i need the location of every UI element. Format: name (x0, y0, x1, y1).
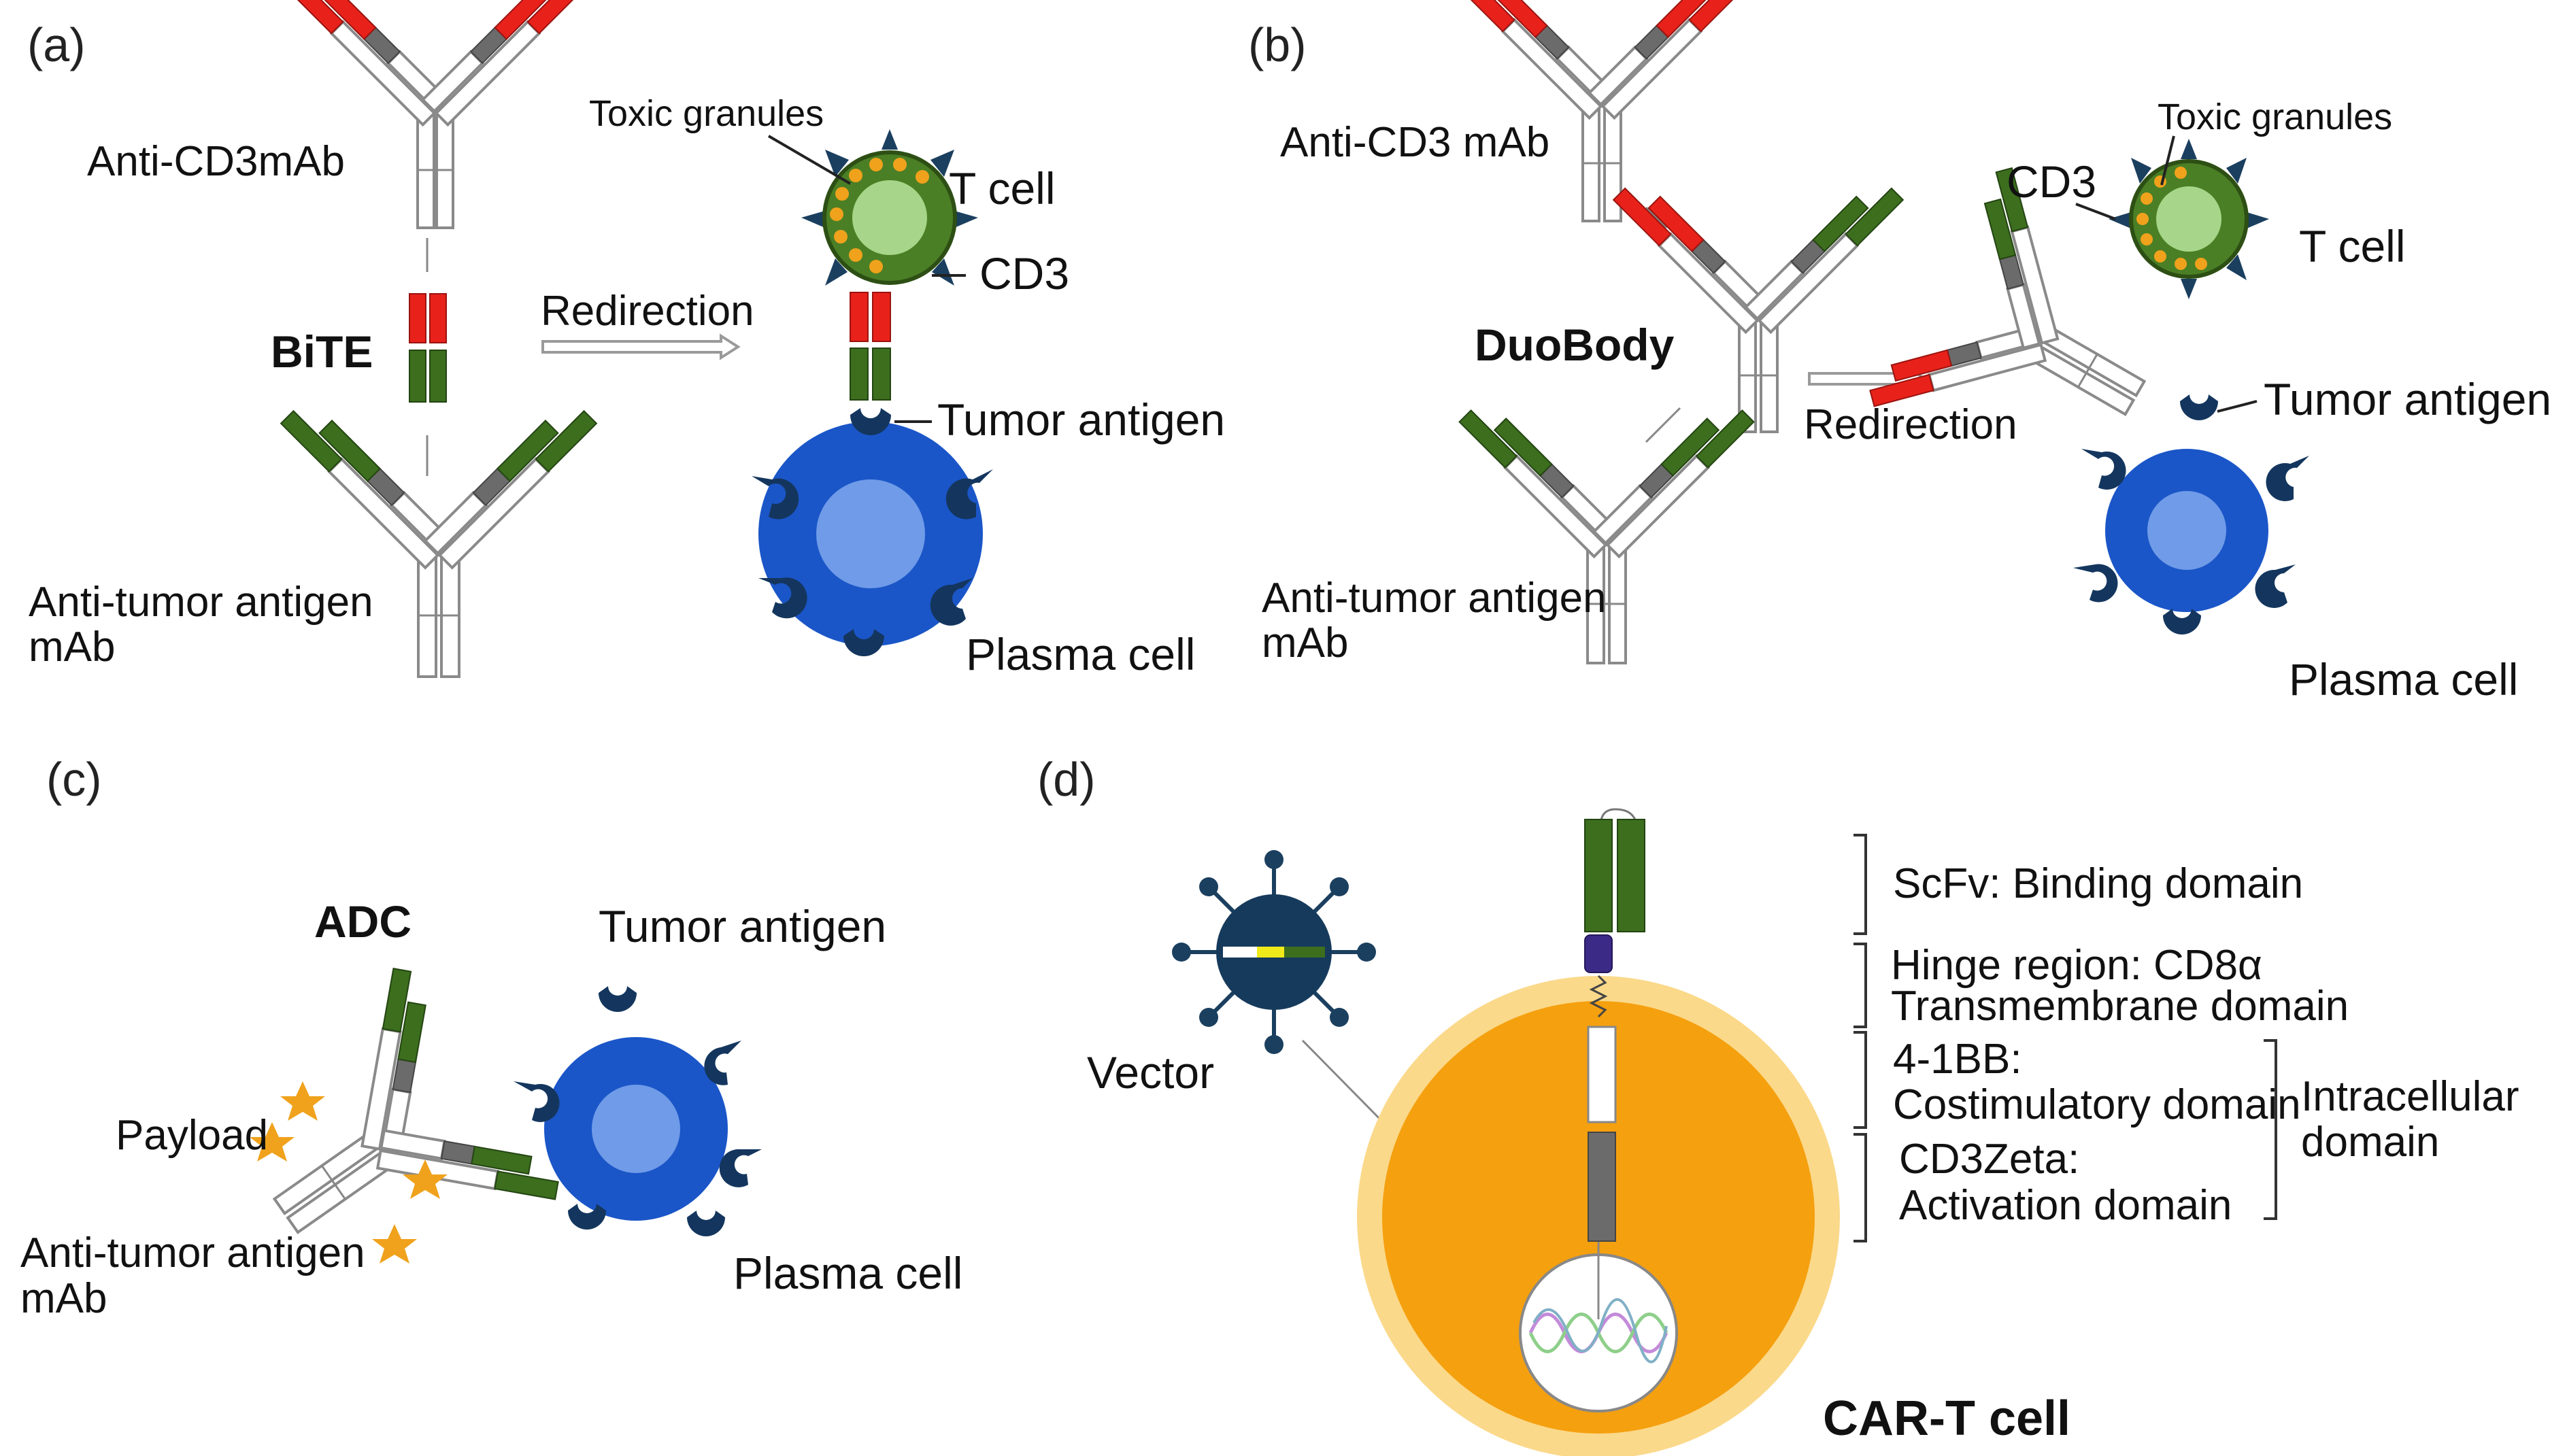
panel-a-letter: (a) (27, 18, 86, 71)
toxic-granules-label-b: Toxic granules (2158, 97, 2392, 137)
payload-label: Payload (116, 1112, 268, 1159)
arrow-b-2 (1645, 407, 1681, 443)
vector-virus (1172, 850, 1376, 1054)
domain-brackets (1853, 834, 2277, 1242)
anti-cd3-antibody-a (282, 0, 588, 229)
anti-tumor-antibody-b (1458, 409, 1755, 664)
cd3-pointer-b (2075, 203, 2116, 220)
t-cell-b (2109, 139, 2269, 299)
cd3-label-a: CD3 (979, 248, 1069, 299)
panel-b: (b) Anti-CD3 mAb (1248, 0, 2551, 705)
tumor-antigens-c (514, 986, 762, 1236)
intracellular-label-2: domain (2301, 1119, 2439, 1166)
tumor-antigens-b (2073, 394, 2309, 634)
tumor-antigen-label-b: Tumor antigen (2264, 374, 2551, 424)
t-cell-label-a: T cell (949, 163, 1056, 214)
redirection-arrow-a (541, 333, 741, 360)
arrow-b-1 (1645, 206, 1668, 229)
anti-cd3-label-a: Anti-CD3mAb (87, 138, 345, 185)
bite-bound-a (850, 292, 891, 401)
anti-tumor-label-a-1: Anti-tumor antigen (29, 579, 373, 626)
scfv-label: ScFv: Binding domain (1893, 860, 2303, 907)
cd3zeta-label: CD3Zeta: (1899, 1136, 2079, 1183)
bite-label: BiTE (271, 326, 373, 377)
tumor-antigens-a (752, 408, 993, 656)
duobody-bound (1869, 167, 2147, 416)
panel-a: (a) Anti-CD3mAb (27, 0, 1225, 679)
intracellular-label-1: Intracellular (2301, 1073, 2519, 1120)
anti-tumor-label-b-2: mAb (1262, 620, 1348, 666)
anti-tumor-label-c-2: mAb (20, 1275, 107, 1322)
plasma-cell-label-a: Plasma cell (966, 629, 1195, 679)
adc-antibody (272, 968, 559, 1234)
tumor-antigen-label-c: Tumor antigen (599, 901, 886, 951)
panel-c-letter: (c) (46, 753, 102, 806)
panel-b-letter: (b) (1248, 18, 1307, 71)
anti-cd3-antibody-b (1456, 0, 1748, 222)
anti-cd3-label-b: Anti-CD3 mAb (1280, 119, 1549, 166)
plasma-cell-a (758, 422, 983, 646)
t-cell-a (801, 129, 978, 286)
car-t-cell-label: CAR-T cell (1823, 1391, 2070, 1446)
anti-tumor-label-a-2: mAb (29, 624, 115, 671)
tumor-antigen-pointer-b (2217, 400, 2258, 413)
hinge-label: Hinge region: CD8α (1891, 942, 2262, 989)
anti-tumor-antibody-a (280, 409, 598, 678)
toxic-granules-pointer-b (2160, 135, 2175, 186)
4-1bb-label: 4-1BB: (1893, 1036, 2022, 1083)
anti-tumor-label-b-1: Anti-tumor antigen (1262, 575, 1607, 622)
panel-c: (c) ADC (20, 753, 962, 1322)
plasma-cell-c (544, 1037, 728, 1221)
t-cell-label-b: T cell (2299, 221, 2406, 271)
panel-d: (d) Vector (1037, 753, 2519, 1456)
car-construct (1584, 808, 1645, 1242)
plasma-cell-label-c: Plasma cell (733, 1248, 962, 1298)
plasma-cell-b (2105, 449, 2268, 612)
plasma-cell-label-b: Plasma cell (2289, 654, 2518, 705)
cd3-label-b: CD3 (2007, 156, 2096, 207)
toxic-granules-label-a: Toxic granules (589, 93, 824, 134)
transmembrane-label: Transmembrane domain (1891, 983, 2349, 1030)
redirection-label-b: Redirection (1804, 401, 2017, 448)
panel-d-letter: (d) (1037, 753, 1096, 806)
activation-label: Activation domain (1899, 1182, 2232, 1229)
costimulatory-label: Costimulatory domain (1893, 1081, 2301, 1128)
duobody-molecule (1612, 187, 1905, 433)
anti-tumor-label-c-1: Anti-tumor antigen (20, 1230, 365, 1276)
adc-label: ADC (314, 896, 412, 947)
tumor-antigen-label-a: Tumor antigen (937, 394, 1225, 445)
bite-molecule (409, 293, 447, 403)
redirection-label-a: Redirection (541, 288, 754, 335)
payload-stars (250, 1081, 448, 1264)
vector-label: Vector (1087, 1047, 1214, 1098)
duobody-label: DuoBody (1475, 320, 1675, 370)
toxic-granules-pointer-a (767, 135, 852, 185)
